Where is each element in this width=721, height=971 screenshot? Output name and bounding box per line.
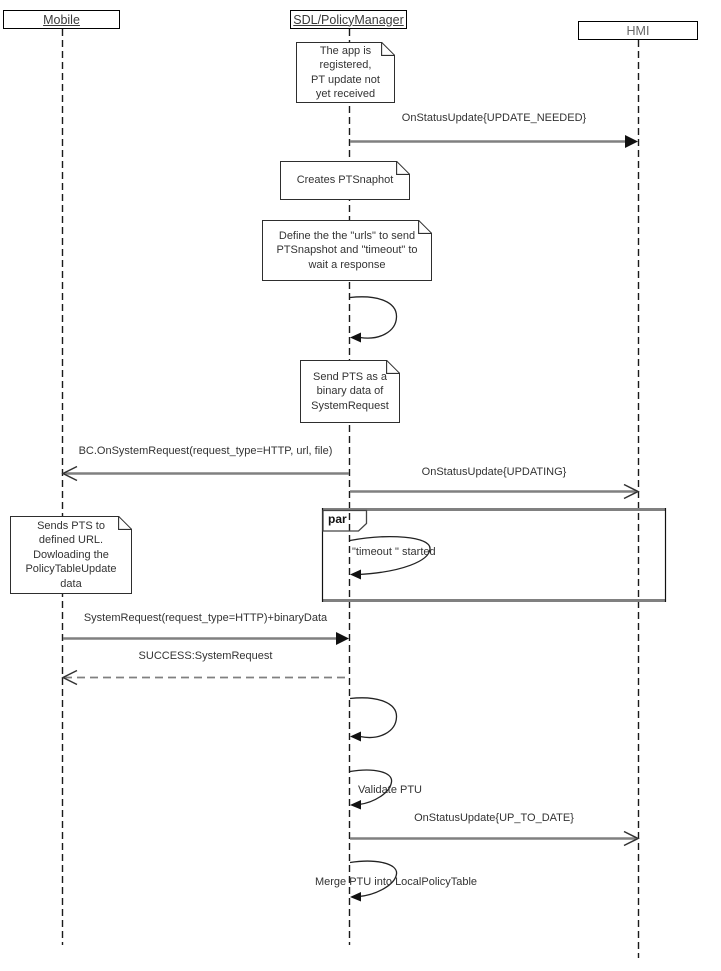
self-loop-2 <box>349 697 398 739</box>
message-label-update-needed: OnStatusUpdate{UPDATE_NEEDED} <box>401 112 587 124</box>
arrowhead-open-right-icon <box>623 483 640 500</box>
note-text: Creates PTSnaphot <box>296 174 394 187</box>
arrowhead-open-right-icon <box>623 830 640 847</box>
note-shape-fill <box>301 361 399 422</box>
message-label-systemrequest-binary: SystemRequest(request_type=HTTP)+binaryD… <box>83 612 328 624</box>
actor-mobile-label: Mobile <box>43 12 80 27</box>
self-loop-1 <box>349 296 398 339</box>
self-message-label-merge-ptu: Merge PTU into LocalPolicyTable <box>314 876 478 888</box>
arrowhead-filled-left-icon <box>350 332 361 343</box>
message-label-updating: OnStatusUpdate{UPDATING} <box>421 466 567 478</box>
note-shape-fill <box>263 221 431 280</box>
actor-sdl-policymanager: SDL/PolicyManager <box>290 10 407 29</box>
note-shape-fill <box>281 162 409 199</box>
lifelines <box>61 29 640 958</box>
actor-mobile: Mobile <box>3 10 120 29</box>
message-label-bc-onsystemrequest: BC.OnSystemRequest(request_type=HTTP, ur… <box>78 445 333 457</box>
arrowhead-open-left-icon <box>61 669 78 686</box>
note-shape-fill <box>11 517 131 593</box>
note-text: Send PTS as a binary data of SystemReque… <box>311 370 389 412</box>
folded-corner-icon <box>396 161 410 175</box>
arrowhead-filled-left-icon <box>350 892 361 902</box>
note-app-registered: The app is registered, PT update not yet… <box>296 42 395 103</box>
arrowhead-filled-right-icon <box>336 632 349 645</box>
actor-sdl-policymanager-label: SDL/PolicyManager <box>293 12 404 27</box>
note-text: The app is registered, PT update not yet… <box>311 44 380 101</box>
par-operator-box <box>322 509 368 532</box>
note-define-urls: Define the the "urls" to send PTSnapshot… <box>262 220 432 281</box>
note-text: Sends PTS to defined URL. Dowloading the… <box>25 519 117 590</box>
actor-hmi-label: HMI <box>626 23 650 38</box>
arrowhead-filled-right-icon <box>625 135 638 148</box>
note-text: Define the the "urls" to send PTSnapshot… <box>276 229 418 271</box>
message-label-success-systemrequest: SUCCESS:SystemRequest <box>138 650 273 662</box>
arrowhead-open-left-icon <box>61 465 78 482</box>
arrowhead-filled-left-icon <box>350 569 361 580</box>
self-message-label-validate-ptu: Validate PTU <box>358 784 422 796</box>
folded-corner-icon <box>118 516 132 530</box>
message-label-up-to-date: OnStatusUpdate{UP_TO_DATE} <box>414 812 574 824</box>
par-fragment-frame <box>321 508 667 602</box>
arrowhead-filled-left-icon <box>350 800 361 810</box>
note-sends-pts-url: Sends PTS to defined URL. Dowloading the… <box>10 516 132 594</box>
arrowhead-filled-left-icon <box>350 731 361 742</box>
note-send-pts-binary: Send PTS as a binary data of SystemReque… <box>300 360 400 423</box>
folded-corner-icon <box>418 220 432 234</box>
self-call-loops <box>349 296 431 902</box>
self-loop-timeout <box>349 536 431 576</box>
par-operator-label: par <box>328 512 347 526</box>
folded-corner-icon <box>386 360 400 374</box>
note-creates-ptsnapshot: Creates PTSnaphot <box>280 161 410 200</box>
self-message-label-timeout: "timeout " started <box>352 546 436 558</box>
note-shape-fill <box>297 43 394 102</box>
folded-corner-icon <box>381 42 395 56</box>
message-arrows <box>61 135 640 847</box>
actor-hmi: HMI <box>578 21 698 40</box>
self-loop-validate-ptu <box>349 769 393 806</box>
self-loop-merge-ptu <box>349 860 398 898</box>
